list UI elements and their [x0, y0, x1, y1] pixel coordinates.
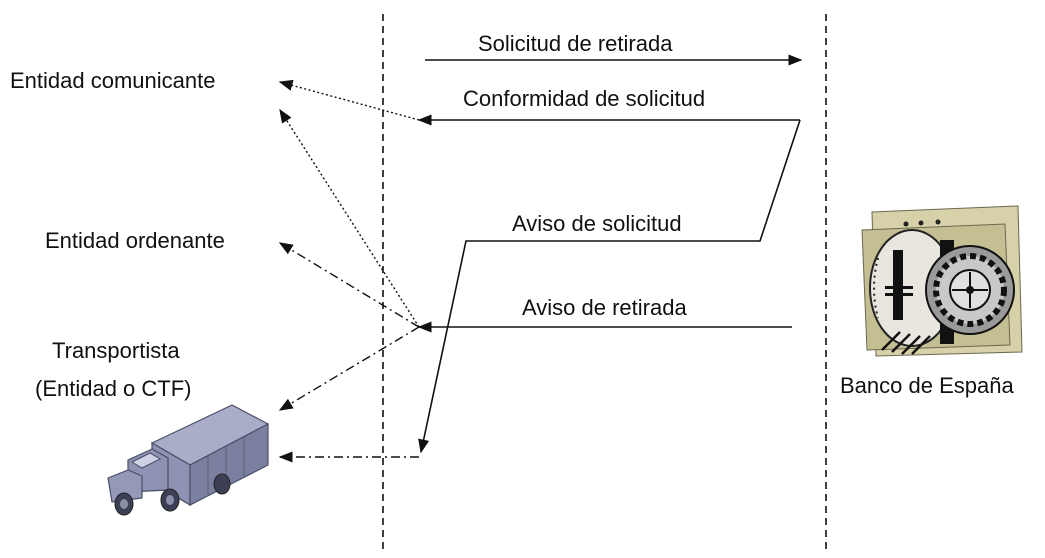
dashdot-arrow-transportista — [278, 326, 420, 411]
message-aviso-solicitud-label: Aviso de solicitud — [512, 211, 682, 236]
banco-de-espana-label: Banco de España — [840, 373, 1014, 398]
entity-ordenante-label: Entidad ordenante — [45, 228, 225, 253]
arrow-aviso-solicitud — [418, 119, 801, 454]
entity-transportista-sub-label: (Entidad o CTF) — [35, 376, 192, 401]
message-solicitud-retirada-label: Solicitud de retirada — [478, 31, 673, 56]
message-conformidad-solicitud-label: Conformidad de solicitud — [463, 86, 706, 111]
dotted-arrow-comunicante-from-conformidad — [278, 79, 420, 121]
dashdot-arrow-ordenante — [278, 242, 420, 328]
message-aviso-retirada-label: Aviso de retirada — [522, 295, 687, 320]
entity-comunicante-label: Entidad comunicante — [10, 68, 216, 93]
delivery-truck-icon — [107, 404, 270, 516]
entity-transportista-label: Transportista — [52, 338, 180, 363]
dotted-arrow-comunicante-from-retirada — [279, 108, 420, 328]
bank-vault-icon — [861, 205, 1023, 357]
